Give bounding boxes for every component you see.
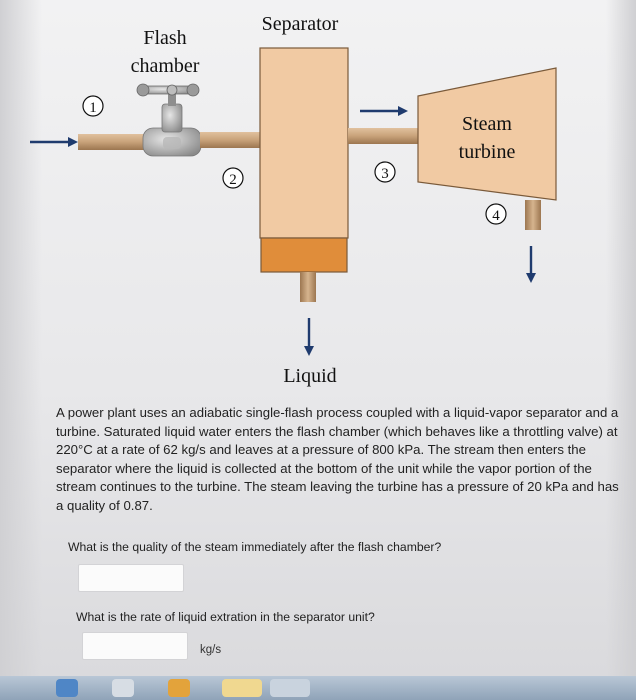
pipe-to-turbine xyxy=(348,128,418,144)
turbine-label-line2: turbine xyxy=(459,141,516,163)
state-2-marker xyxy=(222,167,244,189)
app-icon[interactable] xyxy=(112,679,134,697)
inlet-pipe xyxy=(78,134,148,150)
state-3-label: 3 xyxy=(381,166,389,182)
pipe-to-separator xyxy=(200,132,260,148)
steam-turbine xyxy=(417,67,557,201)
folder-icon[interactable] xyxy=(168,679,190,697)
separator-liquid-level xyxy=(260,237,348,273)
page-right-shade xyxy=(606,0,636,680)
window-thumbnail-icon[interactable] xyxy=(222,679,262,697)
flash-process-diagram: Flash chamber Separator 1 2 xyxy=(30,13,557,387)
state-4-label: 4 xyxy=(492,208,500,224)
question-quality: What is the quality of the steam immedia… xyxy=(68,540,442,554)
taskbar xyxy=(0,676,636,700)
turbine-exhaust-pipe xyxy=(525,200,541,230)
window-thumbnail-icon-2[interactable] xyxy=(270,679,310,697)
quality-answer-field[interactable] xyxy=(78,564,184,592)
inlet-arrow-head xyxy=(68,137,78,147)
state-1-marker xyxy=(82,95,104,117)
liquid-rate-answer-field[interactable] xyxy=(82,632,188,660)
flash-valve xyxy=(136,83,202,157)
separator-vessel xyxy=(259,47,349,239)
separator-label: Separator xyxy=(262,13,339,35)
liquid-rate-unit: kg/s xyxy=(200,644,222,656)
flash-chamber-label-line1: Flash xyxy=(143,27,186,49)
state-2-label: 2 xyxy=(229,172,237,188)
question-liquid-rate: What is the rate of liquid extration in … xyxy=(76,610,375,624)
liquid-label: Liquid xyxy=(283,365,336,387)
vapor-arrow-head xyxy=(398,106,408,116)
state-1-label: 1 xyxy=(89,100,97,116)
state-3-marker xyxy=(374,161,396,183)
page-edge-shadow xyxy=(0,0,42,680)
start-icon[interactable] xyxy=(56,679,78,697)
state-4-marker xyxy=(485,203,507,225)
liquid-outlet-pipe xyxy=(300,272,316,302)
exhaust-arrow-head xyxy=(526,273,536,283)
liquid-arrow-head xyxy=(304,346,314,356)
flash-chamber-label-line2: chamber xyxy=(131,55,200,77)
problem-statement: A power plant uses an adiabatic single-f… xyxy=(56,405,619,513)
turbine-label-line1: Steam xyxy=(462,113,512,135)
